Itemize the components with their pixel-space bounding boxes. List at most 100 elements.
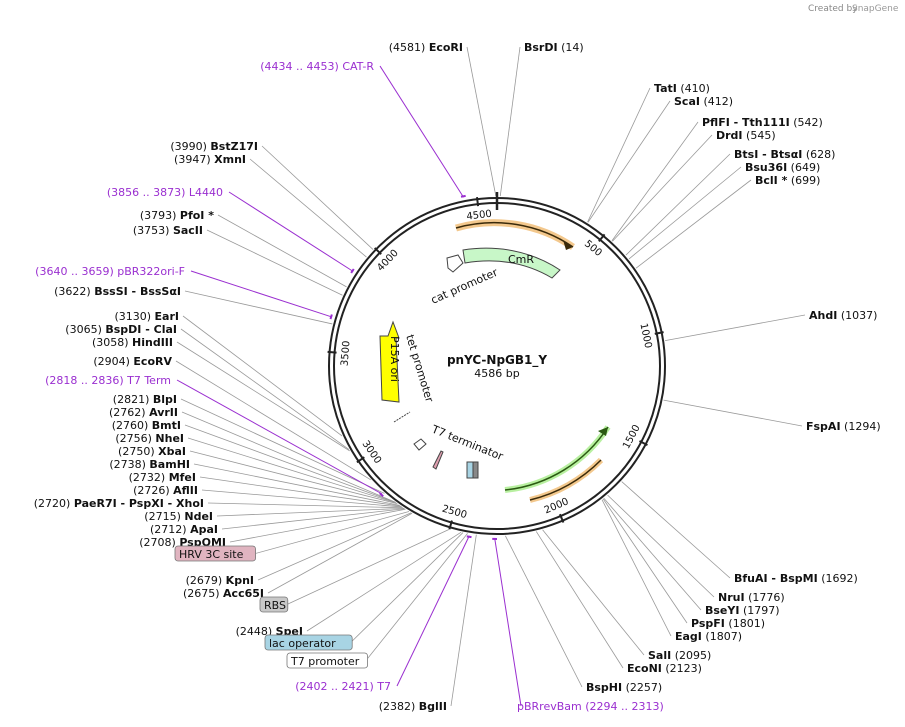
site-label-drdi[interactable]: DrdI (545) [716, 129, 776, 142]
site-leader [450, 534, 477, 707]
site-label-bmti[interactable]: (2760) BmtI [112, 419, 181, 432]
cat-promoter-arrow[interactable] [446, 254, 464, 273]
site-label-bseyi[interactable]: BseYI (1797) [705, 604, 780, 617]
site-label-acc65i[interactable]: (2675) Acc65I [183, 587, 264, 600]
site-label-bglii[interactable]: (2382) BglII [379, 700, 447, 713]
site-label-sali[interactable]: SalI (2095) [648, 649, 711, 662]
tick-mark [448, 520, 453, 530]
site-label-eari[interactable]: (3130) EarI [114, 310, 179, 323]
site-label-mfei[interactable]: (2732) MfeI [129, 471, 196, 484]
primer-mark [466, 535, 472, 539]
site-leader [184, 290, 333, 325]
site-leader [625, 153, 731, 256]
site-label-btsi-bts-i[interactable]: BtsI - BtsαI (628) [734, 148, 835, 161]
primer-label[interactable]: (2818 .. 2836) T7 Term [45, 374, 171, 387]
orf-arc-top-head [563, 240, 573, 250]
site-label-bamhi[interactable]: (2738) BamHI [109, 458, 190, 471]
site-leader [603, 497, 702, 611]
site-label-paer7i-pspxi-xhoi[interactable]: (2720) PaeR7I - PspXI - XhoI [34, 497, 204, 510]
primer-mark [460, 194, 466, 198]
site-leader [663, 399, 803, 427]
primer-label[interactable]: (2402 .. 2421) T7 [295, 680, 391, 693]
site-leader [216, 507, 405, 517]
primer-label[interactable]: pBRrevBam (2294 .. 2313) [517, 700, 664, 713]
boxed-label[interactable]: RBS [264, 599, 286, 612]
primer-label[interactable]: (3856 .. 3873) L4440 [107, 186, 223, 199]
site-leader [175, 360, 371, 481]
site-label-sacii[interactable]: (3753) SacII [133, 224, 203, 237]
plasmid-name: pnYC-NpGB1_Y [447, 353, 547, 368]
site-label-eagi[interactable]: EagI (1807) [675, 630, 742, 643]
box-leader [285, 528, 450, 606]
site-leader [607, 494, 715, 598]
site-leader [602, 498, 688, 624]
primer-mark [350, 268, 355, 274]
primer-leader [494, 537, 522, 707]
site-label-bsphi[interactable]: BspHI (2257) [586, 681, 662, 694]
site-leader [229, 508, 406, 543]
lac-operator-mark [466, 461, 474, 479]
site-label-bsssi-bsss-i[interactable]: (3622) BssSI - BssSαI [54, 285, 181, 298]
boxed-label-bg [286, 652, 368, 669]
box-leader [253, 511, 410, 555]
tick-mark [374, 247, 382, 255]
orf-arc-green [504, 426, 609, 491]
primer-leader [176, 379, 383, 495]
site-label-ecori[interactable]: (4581) EcoRI [389, 41, 463, 54]
site-leader [587, 100, 671, 223]
tick-label: 4500 [466, 209, 493, 223]
site-label-bspdi-clai[interactable]: (3065) BspDI - ClaI [65, 323, 177, 336]
boxed-label[interactable]: HRV 3C site [179, 548, 244, 561]
leader-lines [175, 46, 806, 707]
cmr-feature-arrow[interactable] [462, 247, 561, 279]
site-label-aflii[interactable]: (2726) AflII [133, 484, 198, 497]
hrv-site-mark [432, 450, 444, 470]
plasmid-length: 4586 bp [474, 367, 519, 380]
site-leader [249, 158, 367, 258]
site-label-blpi[interactable]: (2821) BlpI [113, 393, 177, 406]
site-label-bfuai-bspmi[interactable]: BfuAI - BspMI (1692) [734, 572, 858, 585]
box-leader [349, 532, 464, 644]
primer-label[interactable]: (3640 .. 3659) pBR322ori-F [35, 265, 185, 278]
site-leader [180, 328, 350, 450]
site-label-pspfi[interactable]: PspFI (1801) [691, 617, 765, 630]
site-leader [628, 166, 742, 260]
boxed-label[interactable]: lac operator [269, 637, 336, 650]
boxed-label-bg [174, 545, 256, 562]
tick-label: 3000 [360, 439, 383, 466]
site-label-xbai[interactable]: (2750) XbaI [118, 445, 186, 458]
site-leader [542, 529, 645, 656]
site-label-bcli-[interactable]: BclI * (699) [755, 174, 820, 187]
watermark-prefix: Created by [808, 4, 858, 14]
tick-label: 500 [582, 238, 604, 259]
site-label-ahdi[interactable]: AhdI (1037) [809, 309, 877, 322]
site-label-apai[interactable]: (2712) ApaI [150, 523, 218, 536]
site-label-bstz17i[interactable]: (3990) BstZ17I [170, 140, 258, 153]
p15a-ori-arrow[interactable] [379, 320, 400, 403]
site-label-pfoi-[interactable]: (3793) PfoI * [140, 209, 214, 222]
site-label-tati[interactable]: TatI (410) [654, 82, 710, 95]
site-label-nrui[interactable]: NruI (1776) [718, 591, 785, 604]
site-label-nhei[interactable]: (2756) NheI [115, 432, 184, 445]
site-label-ecorv[interactable]: (2904) EcoRV [93, 355, 172, 368]
site-label-scai[interactable]: ScaI (412) [674, 95, 733, 108]
site-leader [199, 476, 401, 507]
primer-label[interactable]: (4434 .. 4453) CAT-R [260, 60, 374, 73]
orf-arc-green-head [598, 427, 608, 436]
site-label-hindiii[interactable]: (3058) HindIII [92, 336, 173, 349]
p15a-ori-label: P15A ori [388, 336, 401, 382]
tick-mark [558, 513, 565, 523]
site-label-econi[interactable]: EcoNI (2123) [627, 662, 702, 675]
site-label-bsu36i[interactable]: Bsu36I (649) [745, 161, 820, 174]
site-leader [182, 315, 343, 437]
site-label-bsrdi[interactable]: BsrDI (14) [524, 41, 584, 54]
site-label-ndei[interactable]: (2715) NdeI [144, 510, 213, 523]
site-label-fspai[interactable]: FspAI (1294) [806, 420, 881, 433]
site-label-avrii[interactable]: (2762) AvrII [109, 406, 178, 419]
site-label-pflfi-tth111i[interactable]: PflFI - Tth111I (542) [702, 116, 823, 129]
orf-arc-orange [529, 459, 602, 501]
rbs-mark [472, 461, 479, 479]
site-label-xmni[interactable]: (3947) XmnI [174, 153, 246, 166]
boxed-label[interactable]: T7 promoter [290, 655, 360, 668]
site-label-kpni[interactable]: (2679) KpnI [186, 574, 254, 587]
